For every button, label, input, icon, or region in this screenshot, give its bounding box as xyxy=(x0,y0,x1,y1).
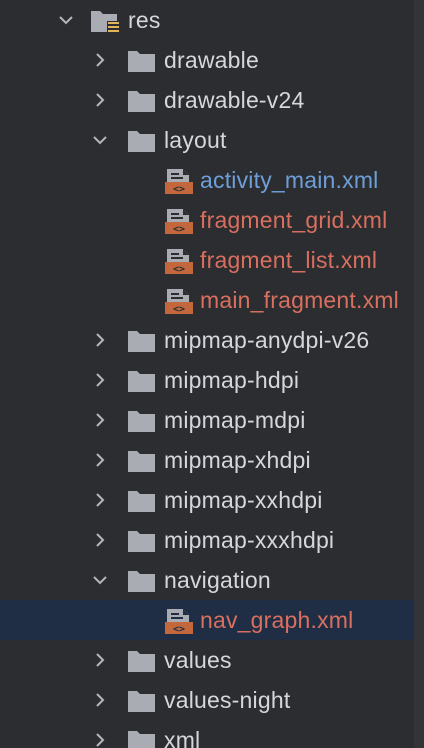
tree-row-label: mipmap-anydpi-v26 xyxy=(164,327,370,353)
chevron-down-icon[interactable] xyxy=(90,570,110,590)
chevron-right-icon[interactable] xyxy=(90,330,110,350)
tree-row-label: navigation xyxy=(164,567,271,593)
folder-icon xyxy=(127,408,157,434)
svg-text:<>: <> xyxy=(173,624,185,634)
tree-row-label: drawable xyxy=(164,47,259,73)
chevron-down-icon[interactable] xyxy=(90,130,110,150)
tree-row-label: values xyxy=(164,647,232,673)
vertical-scrollbar[interactable] xyxy=(414,0,424,748)
tree-row-label: drawable-v24 xyxy=(164,87,305,113)
folder-icon xyxy=(127,48,157,74)
tree-row-mipmap-hdpi[interactable]: mipmap-hdpi xyxy=(0,360,414,400)
folder-icon xyxy=(127,728,157,748)
tree-row-label: main_fragment.xml xyxy=(200,287,399,313)
tree-row-drawable-v24[interactable]: drawable-v24 xyxy=(0,80,414,120)
tree-row-label: res xyxy=(128,7,161,33)
tree-row-drawable[interactable]: drawable xyxy=(0,40,414,80)
tree-row-label: fragment_list.xml xyxy=(200,247,378,273)
chevron-right-icon[interactable] xyxy=(90,530,110,550)
tree-row-values-night[interactable]: values-night xyxy=(0,680,414,720)
tree-row-mipmap-xxhdpi[interactable]: mipmap-xxhdpi xyxy=(0,480,414,520)
tree-row-values[interactable]: values xyxy=(0,640,414,680)
tree-row-label: xml xyxy=(164,727,201,748)
svg-text:<>: <> xyxy=(173,184,185,194)
chevron-right-icon[interactable] xyxy=(90,690,110,710)
tree-row-mipmap-xhdpi[interactable]: mipmap-xhdpi xyxy=(0,440,414,480)
tree-row-label: mipmap-hdpi xyxy=(164,367,300,393)
tree-row-mipmap-mdpi[interactable]: mipmap-mdpi xyxy=(0,400,414,440)
folder-icon xyxy=(127,648,157,674)
tree-row-label: activity_main.xml xyxy=(200,167,379,193)
svg-text:<>: <> xyxy=(173,264,185,274)
tree-row-res[interactable]: res xyxy=(0,0,414,40)
folder-icon xyxy=(127,528,157,554)
chevron-right-icon[interactable] xyxy=(90,370,110,390)
tree-row-xml[interactable]: xml xyxy=(0,720,414,748)
layout-xml-file-icon: <> xyxy=(164,288,194,314)
tree-row-nav-graph-xml[interactable]: <> nav_graph.xml xyxy=(0,600,414,640)
tree-row-navigation[interactable]: navigation xyxy=(0,560,414,600)
tree-row-label: nav_graph.xml xyxy=(200,607,354,633)
layout-xml-file-icon: <> xyxy=(164,168,194,194)
tree-row-label: mipmap-xhdpi xyxy=(164,447,311,473)
chevron-right-icon[interactable] xyxy=(90,490,110,510)
folder-icon xyxy=(127,688,157,714)
folder-icon xyxy=(127,328,157,354)
navigation-xml-file-icon: <> xyxy=(164,608,194,634)
chevron-right-icon[interactable] xyxy=(90,50,110,70)
svg-text:<>: <> xyxy=(173,304,185,314)
layout-xml-file-icon: <> xyxy=(164,248,194,274)
tree-row-main-fragment-xml[interactable]: <> main_fragment.xml xyxy=(0,280,414,320)
tree-row-label: mipmap-mdpi xyxy=(164,407,306,433)
tree-row-mipmap-xxxhdpi[interactable]: mipmap-xxxhdpi xyxy=(0,520,414,560)
tree-row-activity-main-xml[interactable]: <> activity_main.xml xyxy=(0,160,414,200)
chevron-right-icon[interactable] xyxy=(90,410,110,430)
chevron-down-icon[interactable] xyxy=(56,10,76,30)
folder-icon xyxy=(127,568,157,594)
folder-icon xyxy=(127,368,157,394)
chevron-right-icon[interactable] xyxy=(90,450,110,470)
tree-row-label: mipmap-xxxhdpi xyxy=(164,527,335,553)
project-tree: res drawable drawable-v24 layout xyxy=(0,0,414,748)
tree-row-mipmap-anydpi-v26[interactable]: mipmap-anydpi-v26 xyxy=(0,320,414,360)
tree-row-label: mipmap-xxhdpi xyxy=(164,487,323,513)
tree-row-layout[interactable]: layout xyxy=(0,120,414,160)
tree-row-label: values-night xyxy=(164,687,291,713)
tree-row-label: layout xyxy=(164,127,227,153)
folder-icon xyxy=(127,448,157,474)
folder-icon xyxy=(127,488,157,514)
tree-row-fragment-grid-xml[interactable]: <> fragment_grid.xml xyxy=(0,200,414,240)
folder-icon xyxy=(127,88,157,114)
chevron-right-icon[interactable] xyxy=(90,90,110,110)
resource-folder-icon xyxy=(90,8,120,34)
chevron-right-icon[interactable] xyxy=(90,730,110,748)
tree-row-fragment-list-xml[interactable]: <> fragment_list.xml xyxy=(0,240,414,280)
folder-icon xyxy=(127,128,157,154)
layout-xml-file-icon: <> xyxy=(164,208,194,234)
chevron-right-icon[interactable] xyxy=(90,650,110,670)
svg-text:<>: <> xyxy=(173,224,185,234)
tree-row-label: fragment_grid.xml xyxy=(200,207,388,233)
